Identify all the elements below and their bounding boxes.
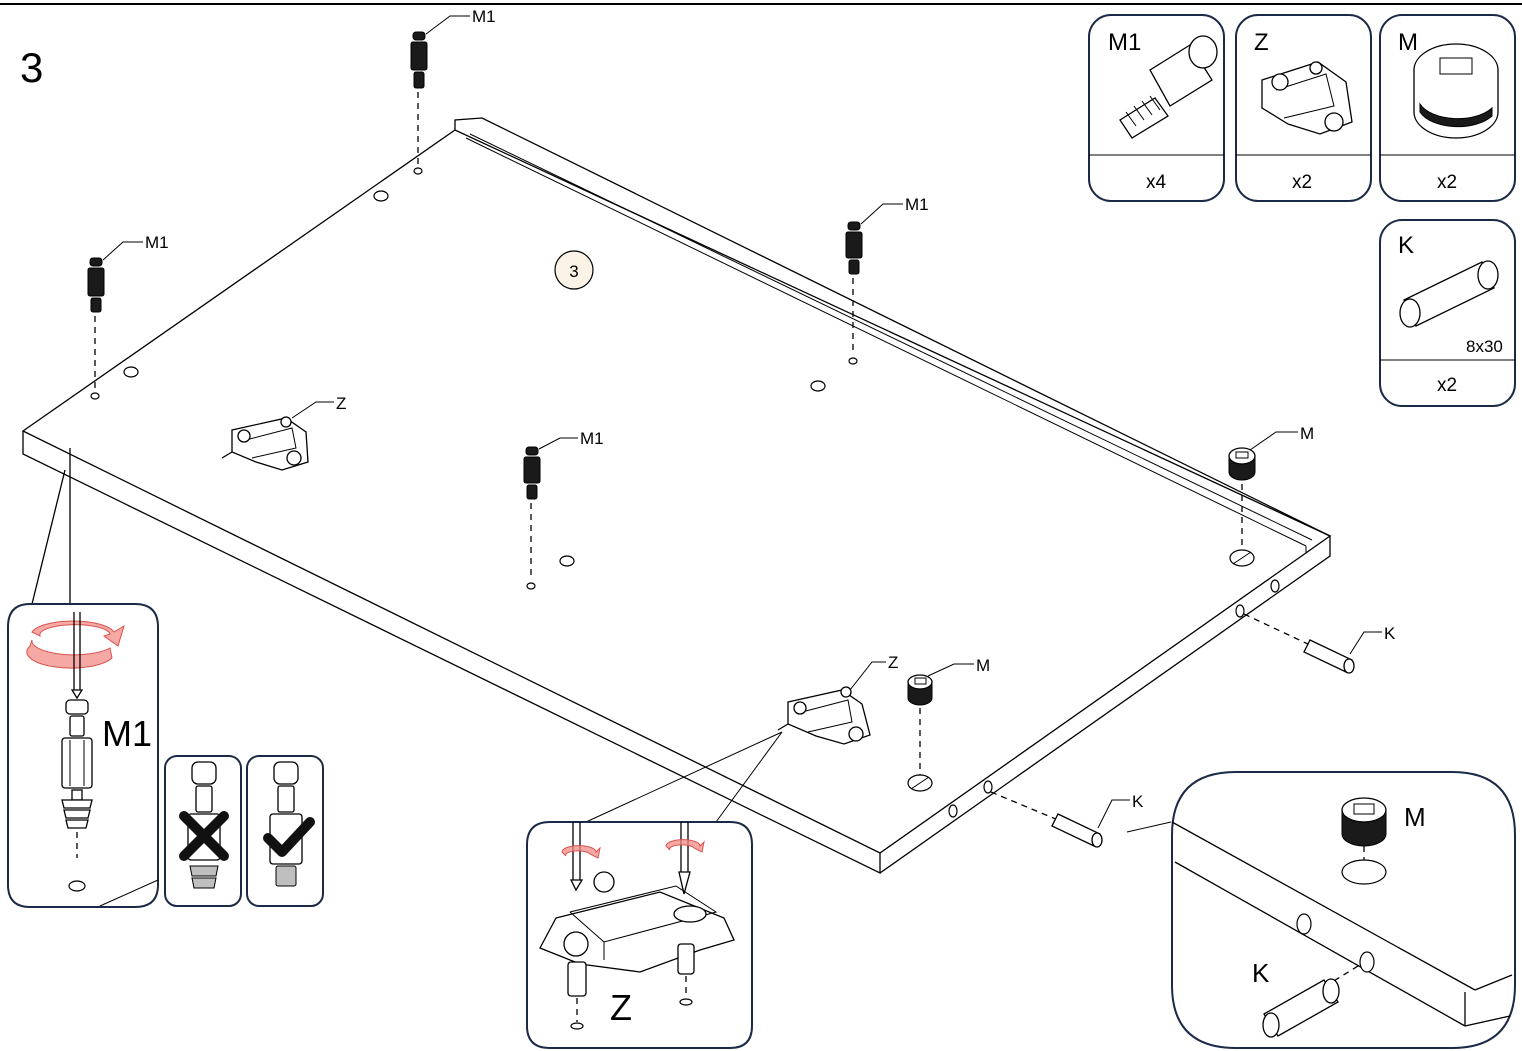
z-label-left: Z: [336, 394, 346, 413]
m1-label-left: M1: [145, 233, 169, 252]
m1-label-top: M1: [472, 7, 496, 26]
k-dowel-center: K: [990, 791, 1144, 848]
z-plate-illustration: [1261, 61, 1353, 135]
detail-mk-install: M K: [1126, 771, 1516, 1049]
detail-z-install: Z: [526, 731, 783, 1049]
m1-bolt-right: M1: [845, 195, 929, 355]
m1-label-right: M1: [905, 195, 929, 214]
parts-box-m: M x2: [1379, 14, 1516, 202]
rotation-arrow-icon: [26, 620, 125, 669]
z-plate-center: Z: [777, 653, 898, 745]
part-qty-m1: x4: [1146, 172, 1167, 193]
m-label-right: M: [1300, 424, 1314, 443]
z-plate-left: Z: [221, 394, 346, 471]
part-code-z: Z: [1254, 29, 1269, 56]
panel-number: 3: [569, 262, 578, 281]
dowel-illustration: [1399, 260, 1499, 328]
parts-box-k: K 8x30 x2: [1379, 219, 1516, 407]
m1-bolt-top: M1: [410, 7, 496, 165]
panel-number-badge: 3: [554, 250, 594, 290]
main-panel: [21, 117, 1332, 875]
k-label-center: K: [1132, 792, 1144, 811]
part-code-m1: M1: [1108, 29, 1141, 56]
step-number: 3: [20, 44, 43, 91]
m1-bolt-left: M1: [87, 233, 169, 390]
m-label-center: M: [976, 656, 990, 675]
parts-box-m1: M1 x4: [1088, 14, 1225, 202]
m-cam-center: M: [907, 656, 990, 775]
m1-incorrect-example: [164, 755, 242, 907]
detail-m-label: M: [1404, 802, 1426, 832]
parts-box-z: Z x2: [1235, 14, 1372, 202]
cross-icon: [179, 811, 229, 861]
part-code-m: M: [1398, 29, 1418, 56]
m1-correct-example: [246, 755, 324, 907]
k-label-right: K: [1384, 624, 1396, 643]
part-qty-m: x2: [1437, 172, 1457, 193]
m1-bolt-illustration: [1119, 35, 1218, 139]
panel-holes: [90, 167, 1280, 818]
z-label-center: Z: [888, 653, 898, 672]
part-qty-z: x2: [1292, 172, 1312, 193]
m1-label-center: M1: [580, 429, 604, 448]
rotation-arrow-small-icon: [561, 839, 705, 859]
cam-lock-illustration: [1413, 43, 1499, 139]
part-code-k: K: [1398, 232, 1414, 259]
detail-m1-install: M1: [7, 448, 159, 908]
detail-k-label: K: [1252, 958, 1270, 988]
part-size-k: 8x30: [1466, 337, 1503, 356]
m1-bolt-center: M1: [523, 429, 604, 580]
m-cam-right: M: [1228, 424, 1314, 550]
detail-m1-label: M1: [102, 713, 152, 754]
detail-z-label: Z: [610, 987, 632, 1028]
part-qty-k: x2: [1437, 375, 1457, 396]
checkmark-icon: [263, 817, 315, 857]
k-dowel-right: K: [1243, 613, 1396, 674]
